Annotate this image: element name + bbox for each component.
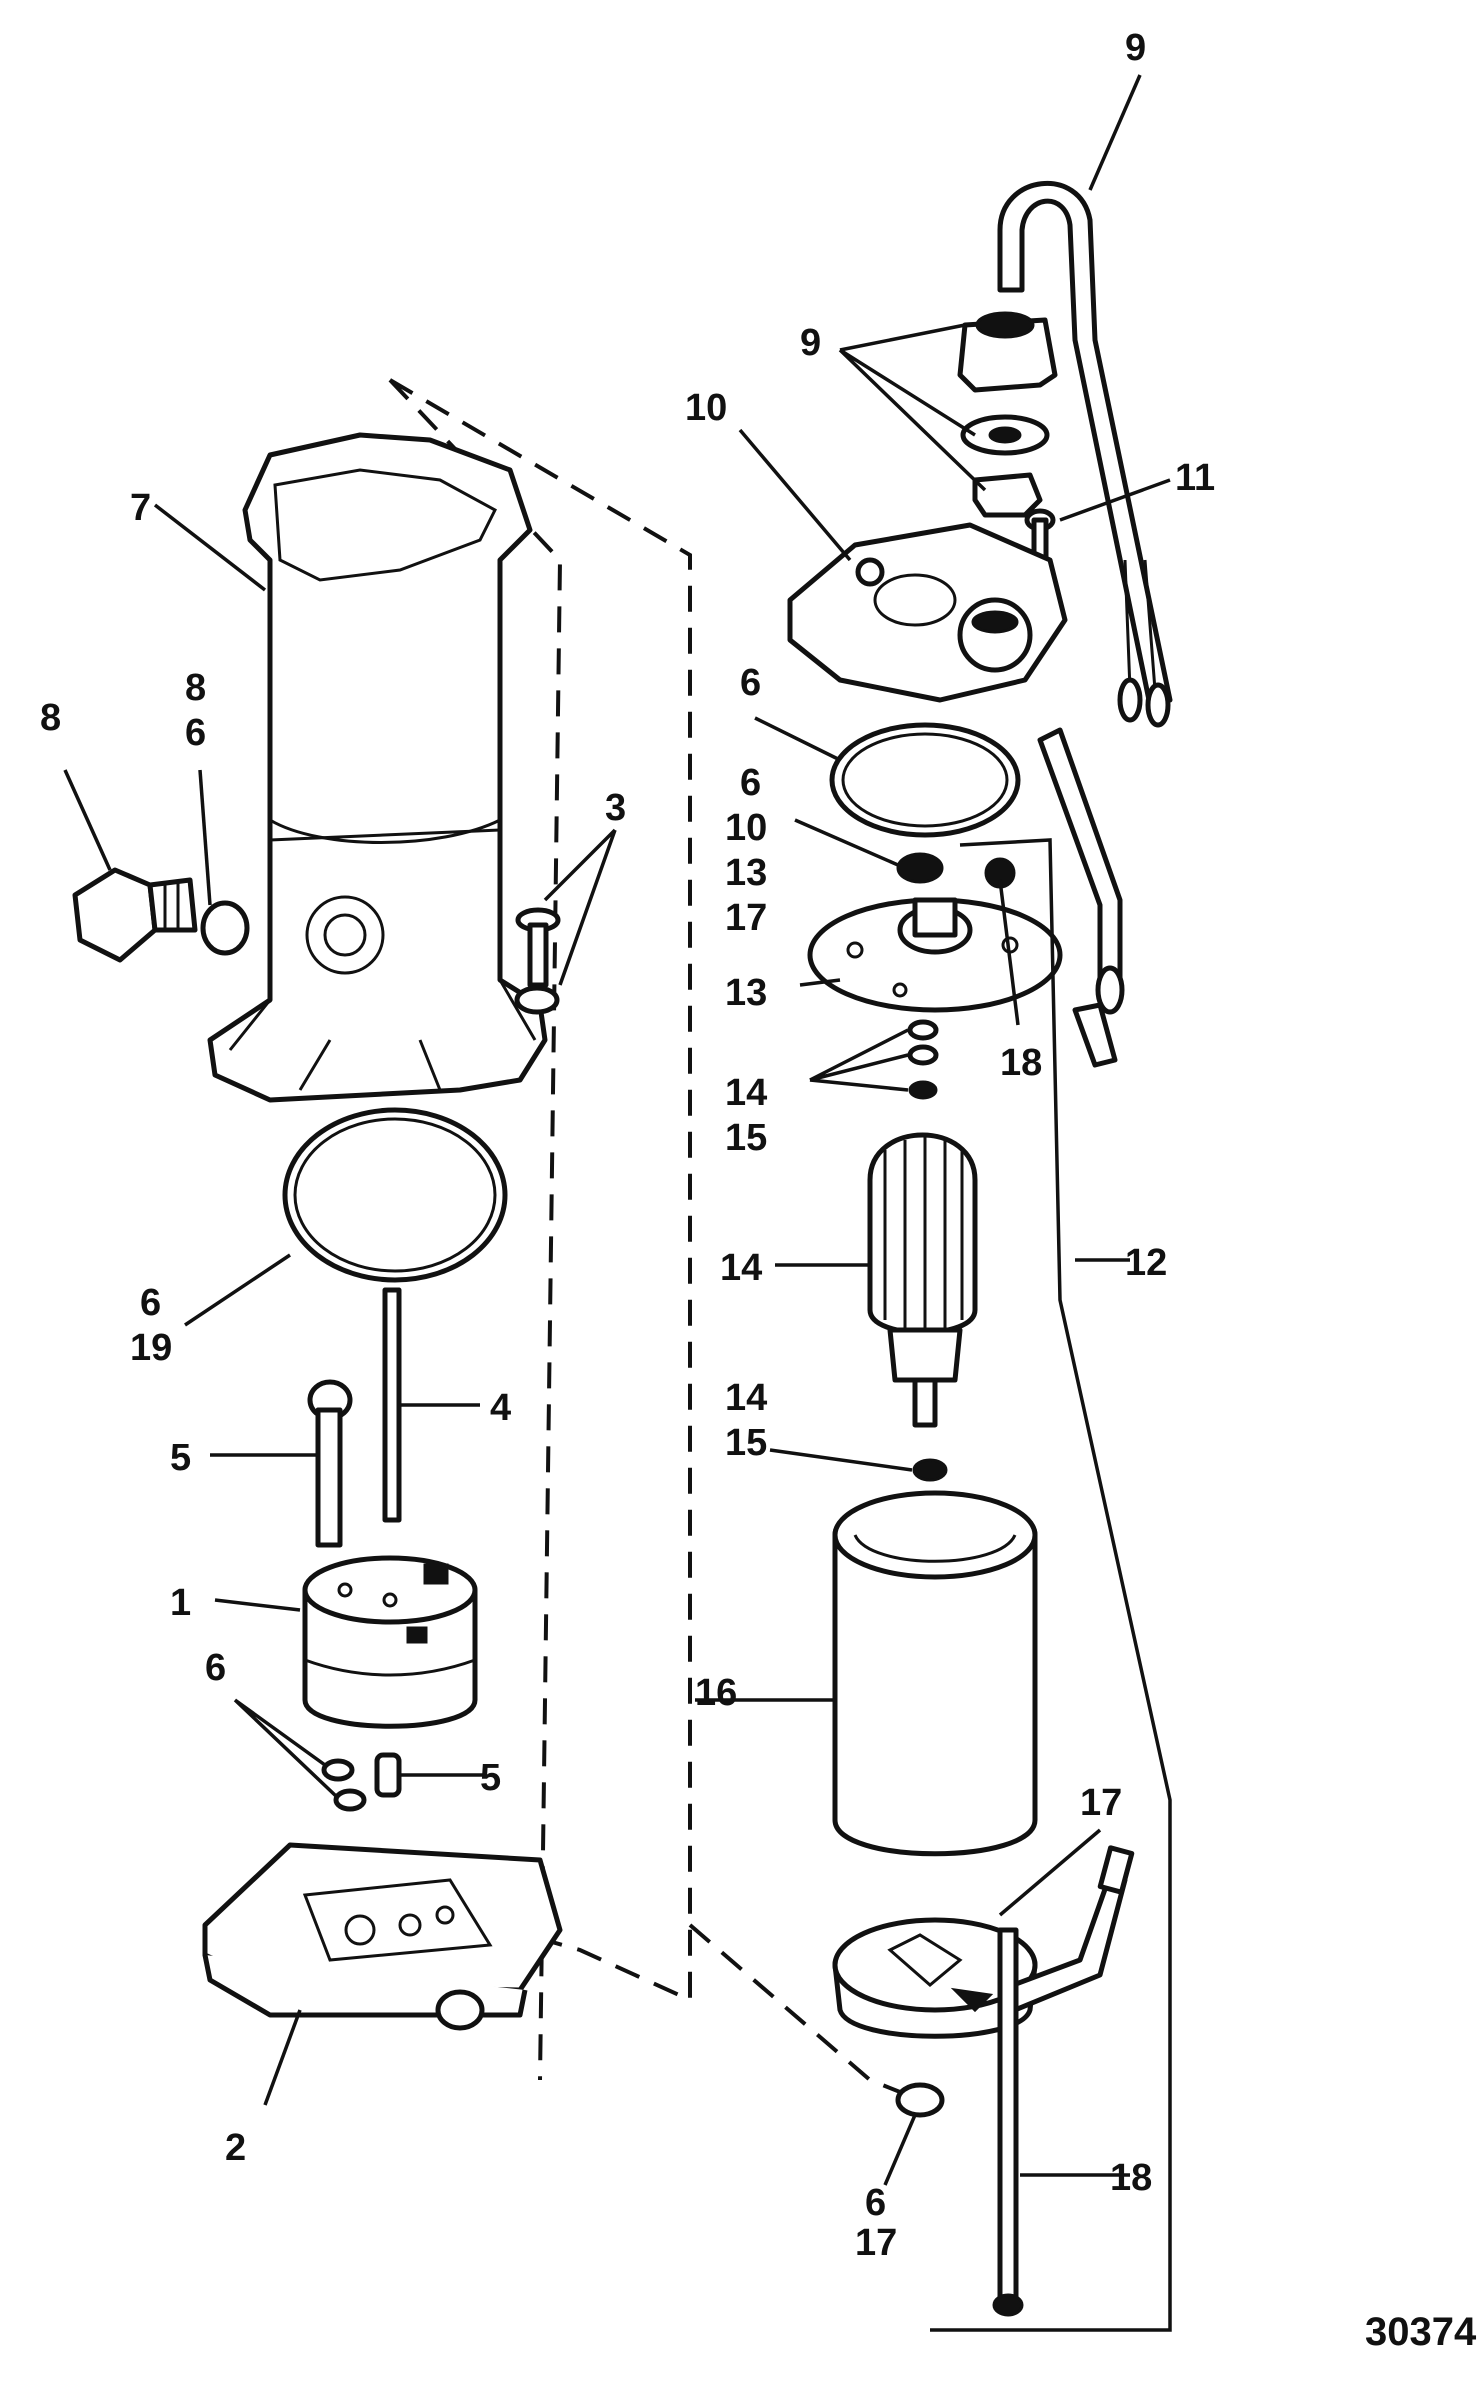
part-9-grommet-stack xyxy=(957,311,1058,518)
part-2-base-plate xyxy=(202,1842,563,2031)
part-18-through-bolt xyxy=(992,1927,1024,2317)
part-8-fill-plug xyxy=(72,867,198,963)
part-17-end-head xyxy=(832,1845,1135,2039)
part-3-screw-washer xyxy=(514,907,561,1015)
label-9-grommet: 9 xyxy=(800,322,821,364)
label-6-17-bottom: 17 xyxy=(855,2222,897,2264)
label-9-top: 9 xyxy=(1125,27,1146,69)
label-6-group-6: 6 xyxy=(740,762,761,804)
label-16: 16 xyxy=(695,1672,737,1714)
part-6-o-ring-plug xyxy=(200,900,250,956)
label-3: 3 xyxy=(605,787,626,829)
label-8-6-top: 8 xyxy=(185,667,206,709)
label-5-bolt: 5 xyxy=(170,1437,191,1479)
label-7: 7 xyxy=(130,487,151,529)
figure-number: 30374 xyxy=(1365,2310,1477,2354)
part-12-lead-line xyxy=(930,838,1172,2332)
part-14-15-washer-c xyxy=(908,1080,938,1100)
part-6-19-o-ring-large xyxy=(282,1107,508,1283)
label-11: 11 xyxy=(1175,457,1215,499)
part-5-pin xyxy=(374,1752,402,1798)
label-18-lower: 18 xyxy=(1110,2157,1152,2199)
label-6-small: 6 xyxy=(205,1647,226,1689)
label-14-15-lower-14: 14 xyxy=(725,1377,767,1419)
part-6-o-ring-upper xyxy=(829,722,1021,838)
part-9-cable xyxy=(997,181,1173,728)
part-14-15-washer-d xyxy=(912,1458,948,1482)
part-6-small-seal-a xyxy=(321,1758,355,1782)
part-10-end-cap xyxy=(787,522,1068,703)
label-6-group-10: 10 xyxy=(725,807,767,849)
part-1-pump-body xyxy=(302,1555,478,1729)
label-17: 17 xyxy=(1080,1782,1122,1824)
label-6-19-top: 6 xyxy=(140,1282,161,1324)
label-8-6-bottom: 6 xyxy=(185,712,206,754)
label-14-15-lower-15: 15 xyxy=(725,1422,767,1464)
label-6-upper: 6 xyxy=(740,662,761,704)
label-8: 8 xyxy=(40,697,61,739)
label-13: 13 xyxy=(725,972,767,1014)
label-6-group-17: 17 xyxy=(725,897,767,939)
label-6-group-13: 13 xyxy=(725,852,767,894)
part-5-bolt xyxy=(307,1379,353,1548)
label-6-17-top: 6 xyxy=(865,2182,886,2224)
part-6-17-washer xyxy=(895,2082,945,2118)
part-6-seal-small xyxy=(896,852,944,884)
leader-lines xyxy=(63,74,1171,2186)
label-10: 10 xyxy=(685,387,727,429)
label-2: 2 xyxy=(225,2127,246,2169)
part-6-small-seal-b xyxy=(333,1788,367,1812)
label-14-15-upper-15: 15 xyxy=(725,1117,767,1159)
part-13-plate xyxy=(807,897,1063,1013)
label-14-15-upper-14: 14 xyxy=(725,1072,767,1114)
assembly-dashed-line-left xyxy=(388,378,692,2081)
label-18-upper: 18 xyxy=(1000,1042,1042,1084)
label-1: 1 xyxy=(170,1582,191,1624)
part-14-15-washer-b xyxy=(907,1044,939,1066)
label-12: 12 xyxy=(1125,1242,1167,1284)
label-6-19-bottom: 19 xyxy=(130,1327,172,1369)
label-14-armature: 14 xyxy=(720,1247,762,1289)
part-4-rod xyxy=(382,1287,402,1523)
label-5-pin: 5 xyxy=(480,1757,501,1799)
part-16-motor-frame xyxy=(832,1490,1038,1857)
part-14-15-washer-a xyxy=(907,1019,939,1041)
part-14-armature xyxy=(867,1132,978,1428)
label-4: 4 xyxy=(490,1387,511,1429)
part-7-reservoir-housing xyxy=(207,432,548,1103)
